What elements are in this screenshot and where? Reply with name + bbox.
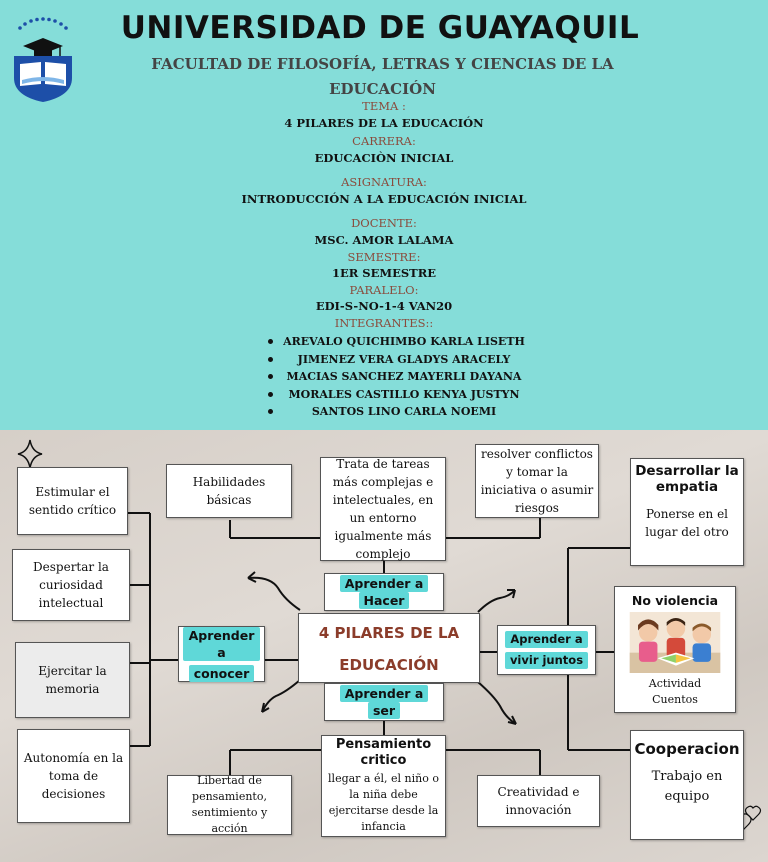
semestre-value: 1ER SEMESTRE <box>331 266 437 280</box>
cover-header: UNIVERSIDAD DE GUAYAQUIL FACULTAD DE FIL… <box>0 0 768 430</box>
pillar-ser: Aprender a ser <box>324 683 444 721</box>
cooperacion-title: Cooperacion <box>634 740 740 758</box>
hacer-item-conflictos: resolver conflictos y tomar la iniciativ… <box>475 444 599 518</box>
member-item: JIMENEZ VERA GLADYS ARACELY <box>268 351 528 369</box>
ser-item-pensamiento: Pensamiento critico llegar a él, el niño… <box>321 735 446 837</box>
noviolencia-text: Actividad Cuentos <box>648 677 702 706</box>
juntos-item-noviolencia: No violencia Actividad Cuentos <box>614 586 736 713</box>
ser-item-creatividad: Creatividad e innovación <box>477 775 600 827</box>
hacer-item-tareas: Trata de tareas más complejas e intelect… <box>320 457 446 561</box>
integrantes-label: INTEGRANTES:: <box>334 316 434 330</box>
asignatura-label: ASIGNATURA: <box>341 175 427 189</box>
member-item: MACIAS SANCHEZ MAYERLI DAYANA <box>268 368 528 386</box>
pillar-juntos-line2: vivir juntos <box>504 652 589 669</box>
members-list: AREVALO QUICHIMBO KARLA LISETH JIMENEZ V… <box>268 333 528 421</box>
pillar-ser-line2: ser <box>367 702 401 719</box>
pillar-hacer: Aprender a Hacer <box>324 573 444 611</box>
noviolencia-title: No violencia <box>631 593 719 608</box>
pillar-conocer-line2: conocer <box>188 664 255 682</box>
carrera-value: EDUCACIÒN INICIAL <box>314 151 454 165</box>
central-title-line2: EDUCACIÓN <box>339 656 439 674</box>
university-logo-icon <box>14 17 72 102</box>
tema-value: 4 PILARES DE LA EDUCACIÓN <box>284 116 484 130</box>
paralelo-label: PARALELO: <box>349 283 419 297</box>
member-item: AREVALO QUICHIMBO KARLA LISETH <box>268 333 528 351</box>
tema-label: TEMA : <box>362 99 406 113</box>
pensamiento-text: llegar a él, el niño o la niña debe ejer… <box>328 772 439 833</box>
pillars-diagram: 4 PILARES DE LA EDUCACIÓN Aprender a con… <box>0 430 768 862</box>
juntos-item-cooperacion: Cooperacion Trabajo en equipo <box>630 730 744 840</box>
cooperacion-text: Trabajo en equipo <box>651 769 723 804</box>
hacer-item-habilidades: Habilidades básicas <box>166 464 292 518</box>
docente-label: DOCENTE: <box>351 216 417 230</box>
pillar-hacer-line2: Hacer <box>358 592 410 609</box>
pillar-ser-line1: Aprender a <box>339 685 429 702</box>
paralelo-value: EDI-S-NO-1-4 VAN20 <box>315 299 453 313</box>
central-title-box: 4 PILARES DE LA EDUCACIÓN <box>298 613 480 683</box>
children-reading-image <box>629 612 721 673</box>
conocer-item-critico: Estimular el sentido crítico <box>17 467 128 535</box>
empatia-title: Desarrollar la empatia <box>635 463 739 495</box>
pillar-conocer: Aprender a conocer <box>178 626 265 682</box>
faculty-title: FACULTAD DE FILOSOFÍA, LETRAS Y CIENCIAS… <box>151 55 614 98</box>
carrera-label: CARRERA: <box>352 134 416 148</box>
pillar-juntos-line1: Aprender a <box>505 631 588 648</box>
conocer-item-curiosidad: Despertar la curiosidad intelectual <box>12 549 130 621</box>
juntos-item-empatia: Desarrollar la empatia Ponerse en el lug… <box>630 458 744 566</box>
asignatura-value: INTRODUCCIÓN A LA EDUCACIÓN INICIAL <box>241 192 527 206</box>
pillar-vivir-juntos: Aprender a vivir juntos <box>497 625 596 675</box>
pillar-conocer-line1: Aprender a <box>183 626 260 661</box>
conocer-item-memoria: Ejercitar la memoria <box>15 642 130 718</box>
pillar-hacer-line1: Aprender a <box>339 575 429 592</box>
pensamiento-title: Pensamiento critico <box>335 737 432 768</box>
empatia-text: Ponerse en el lugar del otro <box>645 507 729 539</box>
docente-value: MSC. AMOR LALAMA <box>314 233 454 247</box>
central-title-line1: 4 PILARES DE LA <box>318 624 460 642</box>
semestre-label: SEMESTRE: <box>347 250 421 264</box>
university-title: UNIVERSIDAD DE GUAYAQUIL <box>120 10 640 46</box>
member-item: MORALES CASTILLO KENYA JUSTYN <box>268 386 528 404</box>
ser-item-libertad: Libertad de pensamiento, sentimiento y a… <box>167 774 292 835</box>
conocer-item-autonomia: Autonomía en la toma de decisiones <box>17 729 130 823</box>
member-item: SANTOS LINO CARLA NOEMI <box>268 403 528 421</box>
